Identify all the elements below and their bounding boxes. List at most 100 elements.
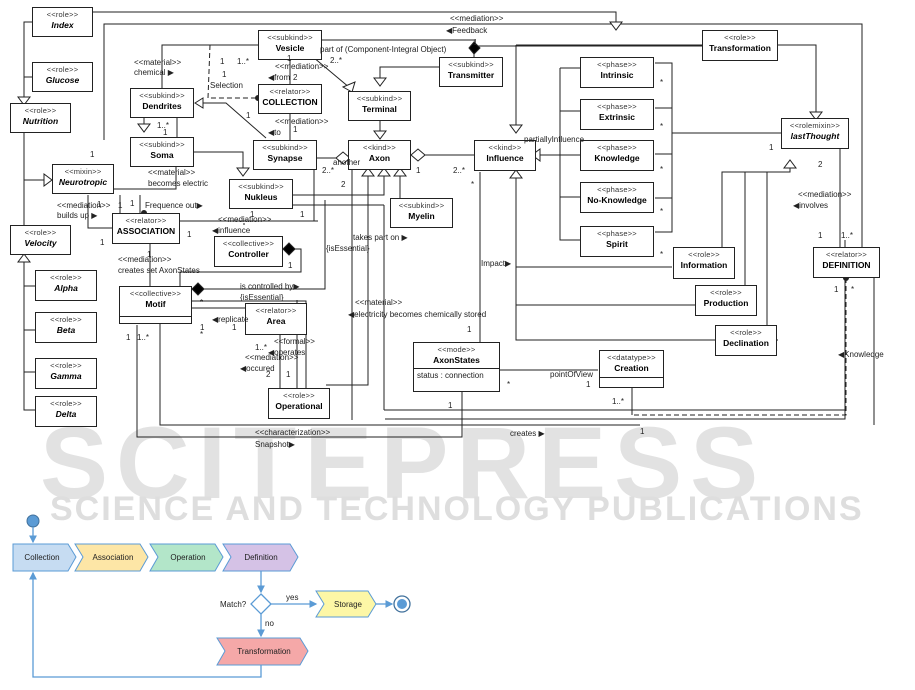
class-influence[interactable]: <<kind>>Influence	[474, 140, 536, 171]
class-delta[interactable]: <<role>>Delta	[35, 396, 97, 427]
class-neurotropic[interactable]: <<mixin>>Neurotropic	[52, 164, 114, 194]
class-vesicle[interactable]: <<subkind>>Vesicle	[258, 30, 322, 60]
label-from: ◀from	[268, 73, 291, 82]
flow-label-yes: yes	[286, 593, 299, 602]
arrow-nutrition-gen	[17, 96, 31, 106]
label-snapshot: Snapshot▶	[255, 440, 295, 449]
class-synapse[interactable]: <<subkind>>Synapse	[253, 140, 317, 170]
class-extrinsic[interactable]: <<phase>>Extrinsic	[580, 99, 654, 130]
mult: 2	[818, 160, 823, 169]
line-selection	[207, 44, 258, 99]
flow-end-node-inner	[397, 599, 407, 609]
class-controller[interactable]: <<collective>>Controller	[214, 236, 283, 267]
mult: 1	[126, 333, 131, 342]
line-top-definition	[103, 23, 863, 248]
arrow-nukleus-gen	[236, 167, 250, 177]
mult: 1	[448, 401, 453, 410]
label-mediation-creates-st: <<mediation>>	[118, 255, 172, 264]
mult: 2..*	[322, 166, 335, 175]
mult: 1	[90, 150, 95, 159]
flow-decision-diamond	[250, 593, 272, 615]
label-mediation-to-st: <<mediation>>	[275, 117, 329, 126]
label-characterization-st: <<characterization>>	[255, 428, 331, 437]
mult: 1	[220, 57, 225, 66]
class-index[interactable]: <<role>>Index	[32, 7, 93, 37]
label-is-essential-1: {isEssential}	[326, 244, 370, 253]
class-terminal[interactable]: <<subkind>>Terminal	[348, 91, 411, 121]
mult: *	[660, 250, 664, 259]
class-transformation[interactable]: <<role>>Transformation	[702, 30, 778, 61]
class-alpha[interactable]: <<role>>Alpha	[35, 270, 97, 301]
class-creation[interactable]: <<datatype>>Creation	[599, 350, 664, 388]
mult: 1..*	[157, 121, 170, 130]
class-myelin[interactable]: <<subkind>>Myelin	[390, 198, 453, 228]
label-knowledge: ◀Knowledge	[838, 350, 884, 359]
mult: 1	[473, 38, 478, 47]
class-declination[interactable]: <<role>>Declination	[715, 325, 777, 356]
class-intrinsic[interactable]: <<phase>>Intrinsic	[580, 57, 654, 88]
line-vesicle-dendrites	[161, 44, 258, 88]
class-velocity[interactable]: <<role>>Velocity	[10, 225, 71, 255]
mult: *	[660, 207, 664, 216]
class-knowledge[interactable]: <<phase>>Knowledge	[580, 140, 654, 171]
mult: *	[200, 298, 204, 307]
mult: *	[660, 122, 664, 131]
mult: 2	[341, 180, 346, 189]
flow-start-node	[26, 514, 40, 528]
mult: 1	[163, 128, 168, 137]
flow-step-storage	[315, 590, 377, 618]
flow-loop-back	[29, 571, 262, 678]
class-soma[interactable]: <<subkind>>Soma	[130, 137, 194, 167]
flow-step-operation	[149, 543, 224, 572]
arrow-lastthought-gen	[809, 111, 823, 121]
mult: 1	[250, 210, 255, 219]
mult: 1..*	[255, 343, 268, 352]
class-information[interactable]: <<role>>Information	[673, 247, 735, 279]
mult: 1	[288, 261, 293, 270]
flow-label-association: Association	[92, 553, 134, 562]
class-production[interactable]: <<role>>Production	[695, 285, 757, 316]
class-spirit[interactable]: <<phase>>Spirit	[580, 226, 654, 257]
class-transmitter[interactable]: <<subkind>>Transmitter	[439, 57, 503, 87]
class-nukleus[interactable]: <<subkind>>Nukleus	[229, 179, 293, 209]
class-glucose[interactable]: <<role>>Glucose	[32, 62, 93, 92]
mult: 1	[818, 231, 823, 240]
mult: 1	[246, 111, 251, 120]
line-velocity-roles	[23, 262, 35, 411]
label-another: another	[333, 158, 361, 167]
class-nutrition[interactable]: <<role>>Nutrition	[10, 103, 71, 133]
class-operational[interactable]: <<role>>Operational	[268, 388, 330, 419]
line-transmitter-terminal	[379, 66, 440, 78]
class-association[interactable]: <<relator>>ASSOCIATION	[112, 213, 180, 244]
label-builds-up: builds up ▶	[57, 211, 98, 220]
flow-step-association	[74, 543, 149, 572]
class-definition[interactable]: <<relator>>DEFINITION	[813, 247, 880, 278]
axonstates-attribute: status : connection	[414, 368, 499, 383]
label-replicate: ◀replicate	[212, 315, 249, 324]
mult: 2	[266, 370, 271, 379]
arrow-axon-gen	[373, 130, 387, 140]
class-beta[interactable]: <<role>>Beta	[35, 312, 97, 343]
class-gamma[interactable]: <<role>>Gamma	[35, 358, 97, 389]
class-axon[interactable]: <<kind>>Axon	[348, 140, 411, 170]
line-soma-neurotropic	[113, 167, 177, 190]
label-point-of-view: pointOfView	[550, 370, 593, 379]
class-dendrites[interactable]: <<subkind>>Dendrites	[130, 88, 194, 118]
label-mediation-influence-st: <<mediation>>	[218, 215, 272, 224]
class-collection[interactable]: <<relator>>COLLECTION	[258, 84, 322, 114]
label-occured: ◀occured	[240, 364, 275, 373]
label-involves: ◀involves	[793, 201, 829, 210]
class-noknowledge[interactable]: <<phase>>No-Knowledge	[580, 182, 654, 213]
flow-label-decision: Match?	[220, 600, 247, 609]
mult: 1..*	[841, 231, 854, 240]
mult: 1	[118, 201, 123, 210]
mult: 1	[97, 200, 102, 209]
label-stored: ◀electricity becomes chemically stored	[348, 310, 487, 319]
class-area[interactable]: <<relator>>Area	[245, 303, 307, 335]
class-lastthought[interactable]: <<rolemixin>>lastThought	[781, 118, 849, 149]
class-motif[interactable]: <<collective>>Motif	[119, 286, 192, 324]
label-is-essential-2: {isEssential}	[240, 293, 284, 302]
